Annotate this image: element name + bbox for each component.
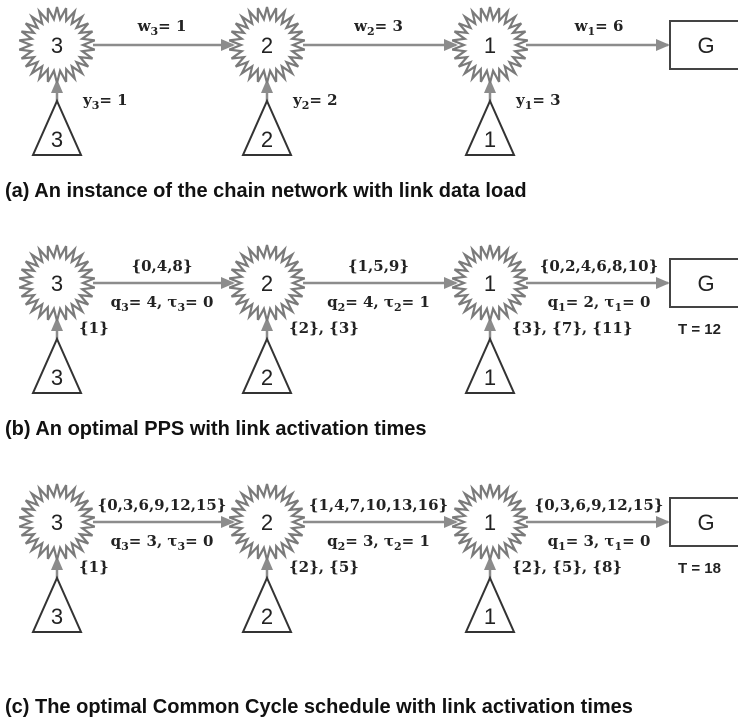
source-activation-times: {2}, {3} xyxy=(289,319,359,337)
star-burst-icon xyxy=(228,6,306,84)
link-activation-times: {0,3,6,9,12,15} xyxy=(535,496,664,514)
source-label: 3 xyxy=(51,127,63,152)
star-burst-icon xyxy=(18,483,96,561)
link-load-label: w2= 3 xyxy=(353,17,403,38)
source-load-label: y2= 2 xyxy=(292,91,338,112)
source-label: 1 xyxy=(484,127,496,152)
relay-node: 1 xyxy=(451,244,529,322)
period-label: T = 12 xyxy=(678,321,721,338)
source-load-label: y1= 3 xyxy=(515,91,561,112)
node-label: 3 xyxy=(51,510,63,535)
relay-node: 1 xyxy=(451,483,529,561)
link-load-label: w3= 1 xyxy=(137,17,187,38)
source-label: 2 xyxy=(261,604,273,629)
sink-box xyxy=(669,258,738,308)
node-label: 1 xyxy=(484,33,496,58)
link-period-offset-label: q2= 3, τ2= 1 xyxy=(327,532,430,553)
node-label: 2 xyxy=(261,33,273,58)
triangle-icon xyxy=(241,575,293,633)
relay-node: 3 xyxy=(18,244,96,322)
node-label: 2 xyxy=(261,271,273,296)
triangle-icon xyxy=(464,336,516,394)
relay-node: 3 xyxy=(18,483,96,561)
source-label: 2 xyxy=(261,365,273,390)
node-label: 1 xyxy=(484,271,496,296)
sink-node: G xyxy=(669,497,738,547)
source-node: 2 xyxy=(241,575,293,633)
triangle-icon xyxy=(464,575,516,633)
sink-label: G xyxy=(697,510,714,535)
star-burst-icon xyxy=(228,483,306,561)
star-burst-icon xyxy=(228,244,306,322)
source-label: 1 xyxy=(484,604,496,629)
link-activation-times: {1,4,7,10,13,16} xyxy=(309,496,448,514)
panel-b: 3 2 1 G 3 2 1 {0,4,8} {1,5,9} {0,2,4,6,8,10} q3= 4… xyxy=(5,244,738,440)
relay-node: 2 xyxy=(228,6,306,84)
link-activation-times: {1,5,9} xyxy=(348,257,409,275)
period-label: T = 18 xyxy=(678,560,721,577)
source-activation-times: {2}, {5} xyxy=(289,558,359,576)
star-burst-icon xyxy=(18,6,96,84)
sink-label: G xyxy=(697,271,714,296)
panel-c: 3 2 1 G 3 2 1 {0,3,6,9,12,15} {1,4,7,10,13,16} {0… xyxy=(5,483,738,718)
panel-a: 3 2 1 G 3 2 1 w3= 1 w2= 3 w1= 6 y3= 1 y2= 2 y1= 3 (a)… xyxy=(5,6,738,202)
triangle-icon xyxy=(31,575,83,633)
sink-node: G xyxy=(669,258,738,308)
source-label: 3 xyxy=(51,604,63,629)
source-node: 3 xyxy=(31,98,83,156)
triangle-icon xyxy=(241,98,293,156)
source-node: 2 xyxy=(241,336,293,394)
panel-caption: (c) The optimal Common Cycle schedule wi… xyxy=(5,696,633,718)
link-period-offset-label: q1= 3, τ1= 0 xyxy=(548,532,651,553)
link-period-offset-label: q1= 2, τ1= 0 xyxy=(548,293,651,314)
sink-label: G xyxy=(697,33,714,58)
relay-node: 2 xyxy=(228,483,306,561)
source-activation-times: {2}, {5}, {8} xyxy=(512,558,622,576)
relay-node: 1 xyxy=(451,6,529,84)
source-activation-times: {1} xyxy=(79,558,109,576)
source-label: 1 xyxy=(484,365,496,390)
source-node: 3 xyxy=(31,336,83,394)
sink-node: G xyxy=(669,20,738,70)
panel-caption: (a) An instance of the chain network wit… xyxy=(5,180,527,202)
star-burst-icon xyxy=(18,244,96,322)
node-label: 1 xyxy=(484,510,496,535)
link-activation-times: {0,2,4,6,8,10} xyxy=(540,257,658,275)
relay-node: 2 xyxy=(228,244,306,322)
source-activation-times: {3}, {7}, {11} xyxy=(512,319,633,337)
link-period-offset-label: q3= 4, τ3= 0 xyxy=(111,293,214,314)
sink-box xyxy=(669,20,738,70)
triangle-icon xyxy=(241,336,293,394)
sink-box xyxy=(669,497,738,547)
relay-node: 3 xyxy=(18,6,96,84)
node-label: 3 xyxy=(51,271,63,296)
triangle-icon xyxy=(31,98,83,156)
link-period-offset-label: q3= 3, τ3= 0 xyxy=(111,532,214,553)
source-load-label: y3= 1 xyxy=(82,91,128,112)
link-activation-times: {0,4,8} xyxy=(131,257,192,275)
triangle-icon xyxy=(31,336,83,394)
star-burst-icon xyxy=(451,6,529,84)
link-load-label: w1= 6 xyxy=(574,17,624,38)
node-label: 2 xyxy=(261,510,273,535)
source-node: 2 xyxy=(241,98,293,156)
source-node: 1 xyxy=(464,336,516,394)
source-label: 3 xyxy=(51,365,63,390)
source-node: 1 xyxy=(464,98,516,156)
source-activation-times: {1} xyxy=(79,319,109,337)
triangle-icon xyxy=(464,98,516,156)
source-node: 3 xyxy=(31,575,83,633)
source-node: 1 xyxy=(464,575,516,633)
star-burst-icon xyxy=(451,483,529,561)
star-burst-icon xyxy=(451,244,529,322)
node-label: 3 xyxy=(51,33,63,58)
link-activation-times: {0,3,6,9,12,15} xyxy=(98,496,227,514)
source-label: 2 xyxy=(261,127,273,152)
link-period-offset-label: q2= 4, τ2= 1 xyxy=(327,293,430,314)
panel-caption: (b) An optimal PPS with link activation … xyxy=(5,418,427,440)
